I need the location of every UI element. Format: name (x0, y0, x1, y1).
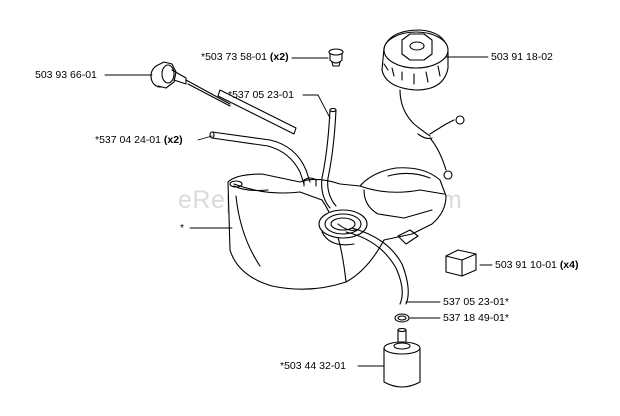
rubber-buffer-drawing (445, 249, 477, 277)
part-label-fuel-filter: *503 44 32-01 (280, 360, 346, 372)
hose-bent-drawing (211, 131, 311, 185)
fuel-tank-drawing (227, 167, 447, 290)
part-label-fuel-cap: 503 91 18-02 (491, 51, 553, 63)
fuel-cap-drawing (381, 29, 465, 180)
fuel-line-lower-drawing (345, 227, 409, 305)
part-label-rubber-buffer: 503 91 10-01 (x4) (495, 259, 579, 271)
part-label-grommet: *503 73 58-01 (x2) (201, 51, 289, 63)
primer-bulb-drawing (150, 61, 231, 107)
hose-drawing (217, 89, 297, 135)
fuel-filter-drawing (383, 327, 421, 388)
part-label-fuel-line-lower: 537 05 23-01* (443, 296, 509, 308)
part-label-fuel-tank: * (180, 222, 185, 234)
o-ring-drawing (394, 313, 410, 323)
part-label-primer-bulb: 503 93 66-01 (35, 69, 97, 81)
part-label-fuel-line-upper: *537 05 23-01 (228, 89, 294, 101)
fuel-line-upper-drawing (321, 109, 337, 209)
part-label-hose: *537 04 24-01 (x2) (95, 134, 183, 146)
grommet-drawing (328, 48, 344, 67)
leader-lines (104, 56, 493, 367)
part-label-o-ring: 537 18 49-01* (443, 312, 509, 324)
